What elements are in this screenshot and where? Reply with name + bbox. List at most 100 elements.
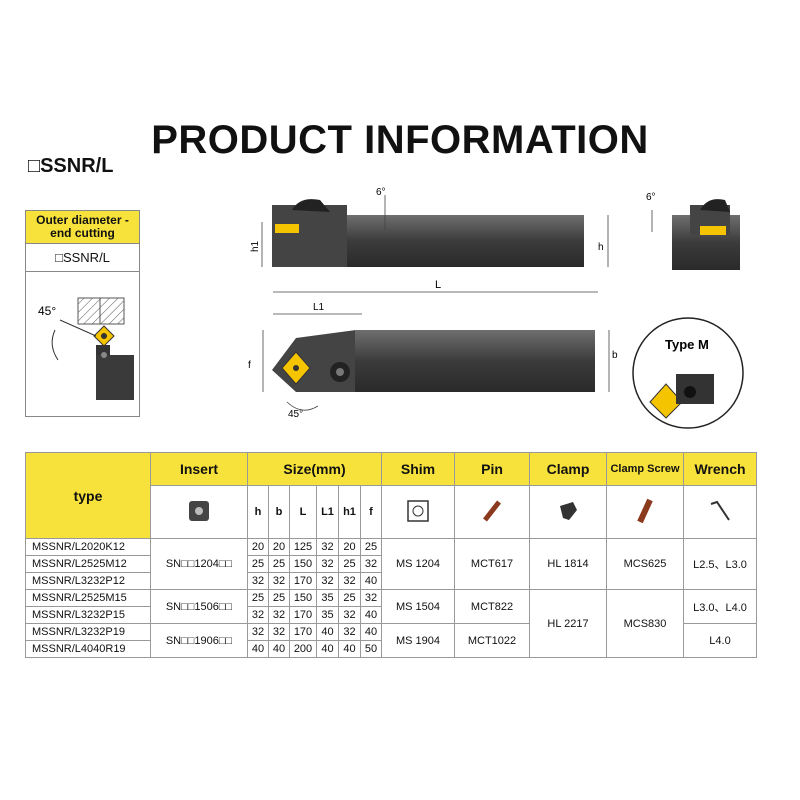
header-pin: Pin	[454, 452, 530, 486]
tool-end-view: 6°	[646, 192, 740, 270]
pin-cell: MCT822	[454, 589, 530, 624]
col-L: L	[289, 485, 317, 539]
technical-drawing: 45° 6° h1 h 6° L L1 f b	[38, 187, 744, 429]
wrench-icon-cell	[683, 485, 757, 539]
type-m-label: Type M	[665, 337, 709, 352]
insert-icon	[189, 500, 209, 521]
size-cell: 20	[338, 538, 361, 556]
tool-top-view: L L1 f b 45°	[248, 279, 618, 420]
header-insert: Insert	[150, 452, 248, 486]
size-cell: 40	[316, 640, 339, 658]
page-title: PRODUCT INFORMATION	[151, 118, 649, 162]
b-label: b	[612, 350, 618, 361]
size-cell: 35	[316, 606, 339, 624]
size-cell: 200	[289, 640, 317, 658]
clamp-cell: HL 1814	[529, 538, 607, 590]
shim-cell: MS 1904	[381, 623, 455, 658]
angle-bottom-label: 45°	[288, 409, 303, 420]
size-cell: 40	[360, 623, 382, 641]
header-size: Size(mm)	[247, 452, 382, 486]
pin-icon	[483, 499, 501, 522]
h-label: h	[598, 242, 604, 253]
size-cell: 25	[338, 589, 361, 607]
angle-right-label: 6°	[646, 192, 656, 203]
size-cell: 25	[268, 555, 290, 573]
clamp-icon-cell	[529, 485, 607, 539]
col-f: f	[360, 485, 382, 539]
table-row-type: MSSNR/L2020K12	[25, 538, 151, 556]
size-cell: 40	[268, 640, 290, 658]
size-cell: 32	[360, 589, 382, 607]
size-cell: 40	[316, 623, 339, 641]
size-cell: 32	[268, 623, 290, 641]
size-cell: 32	[316, 555, 339, 573]
application-label: Outer diameter -end cutting	[26, 211, 139, 244]
size-cell: 32	[247, 572, 269, 590]
size-cell: 32	[338, 572, 361, 590]
header-clamp: Clamp	[529, 452, 607, 486]
application-model: □SSNR/L	[26, 244, 139, 272]
clamp-screw-icon-cell	[606, 485, 684, 539]
size-cell: 32	[338, 623, 361, 641]
application-diagram: 45°	[38, 297, 134, 400]
insert-cell: SN□□1906□□	[150, 623, 248, 658]
h1-label: h1	[250, 240, 261, 252]
spec-table: type Insert Size(mm) Shim Pin Clamp Clam…	[25, 452, 757, 658]
size-cell: 25	[360, 538, 382, 556]
table-row-type: MSSNR/L3232P12	[25, 572, 151, 590]
col-L1: L1	[316, 485, 339, 539]
header-clamp-screw: Clamp Screw	[606, 452, 684, 486]
table-row-type: MSSNR/L2525M12	[25, 555, 151, 573]
header-shim: Shim	[381, 452, 455, 486]
col-h: h	[247, 485, 269, 539]
size-cell: 150	[289, 589, 317, 607]
shim-icon-cell	[381, 485, 455, 539]
wrench-cell: L4.0	[683, 623, 757, 658]
size-cell: 40	[360, 606, 382, 624]
pin-cell: MCT1022	[454, 623, 530, 658]
table-row-type: MSSNR/L4040R19	[25, 640, 151, 658]
size-cell: 170	[289, 572, 317, 590]
size-cell: 40	[360, 572, 382, 590]
table-row-type: MSSNR/L3232P19	[25, 623, 151, 641]
size-cell: 125	[289, 538, 317, 556]
angle-top-label: 6°	[376, 187, 386, 198]
size-cell: 25	[247, 589, 269, 607]
L1-label: L1	[313, 302, 325, 313]
size-cell: 32	[338, 606, 361, 624]
side-angle-label: 45°	[38, 304, 56, 318]
pin-icon-cell	[454, 485, 530, 539]
insert-cell: SN□□1506□□	[150, 589, 248, 624]
wrench-cell: L2.5、L3.0	[683, 538, 757, 590]
size-cell: 170	[289, 606, 317, 624]
wrench-icon	[710, 500, 730, 521]
size-cell: 20	[268, 538, 290, 556]
size-cell: 32	[360, 555, 382, 573]
size-cell: 25	[247, 555, 269, 573]
size-cell: 25	[268, 589, 290, 607]
size-cell: 20	[247, 538, 269, 556]
shim-cell: MS 1504	[381, 589, 455, 624]
size-cell: 40	[247, 640, 269, 658]
col-b: b	[268, 485, 290, 539]
shim-icon	[407, 499, 429, 522]
type-m-detail: Type M	[632, 317, 744, 429]
pin-cell: MCT617	[454, 538, 530, 590]
clamp-screw-cell: MCS830	[606, 589, 684, 658]
clamp-cell: HL 2217	[529, 589, 607, 658]
size-cell: 50	[360, 640, 382, 658]
size-cell: 32	[316, 538, 339, 556]
header-type: type	[25, 452, 151, 539]
size-cell: 40	[338, 640, 361, 658]
size-cell: 32	[268, 572, 290, 590]
insert-icon-cell	[150, 485, 248, 539]
size-cell: 170	[289, 623, 317, 641]
size-cell: 32	[316, 572, 339, 590]
clamp-screw-cell: MCS625	[606, 538, 684, 590]
table-row-type: MSSNR/L2525M15	[25, 589, 151, 607]
size-cell: 32	[268, 606, 290, 624]
model-label: □SSNR/L	[28, 155, 114, 177]
f-label: f	[248, 360, 251, 371]
tool-side-view: 6° h1 h	[250, 187, 609, 267]
table-row-type: MSSNR/L3232P15	[25, 606, 151, 624]
